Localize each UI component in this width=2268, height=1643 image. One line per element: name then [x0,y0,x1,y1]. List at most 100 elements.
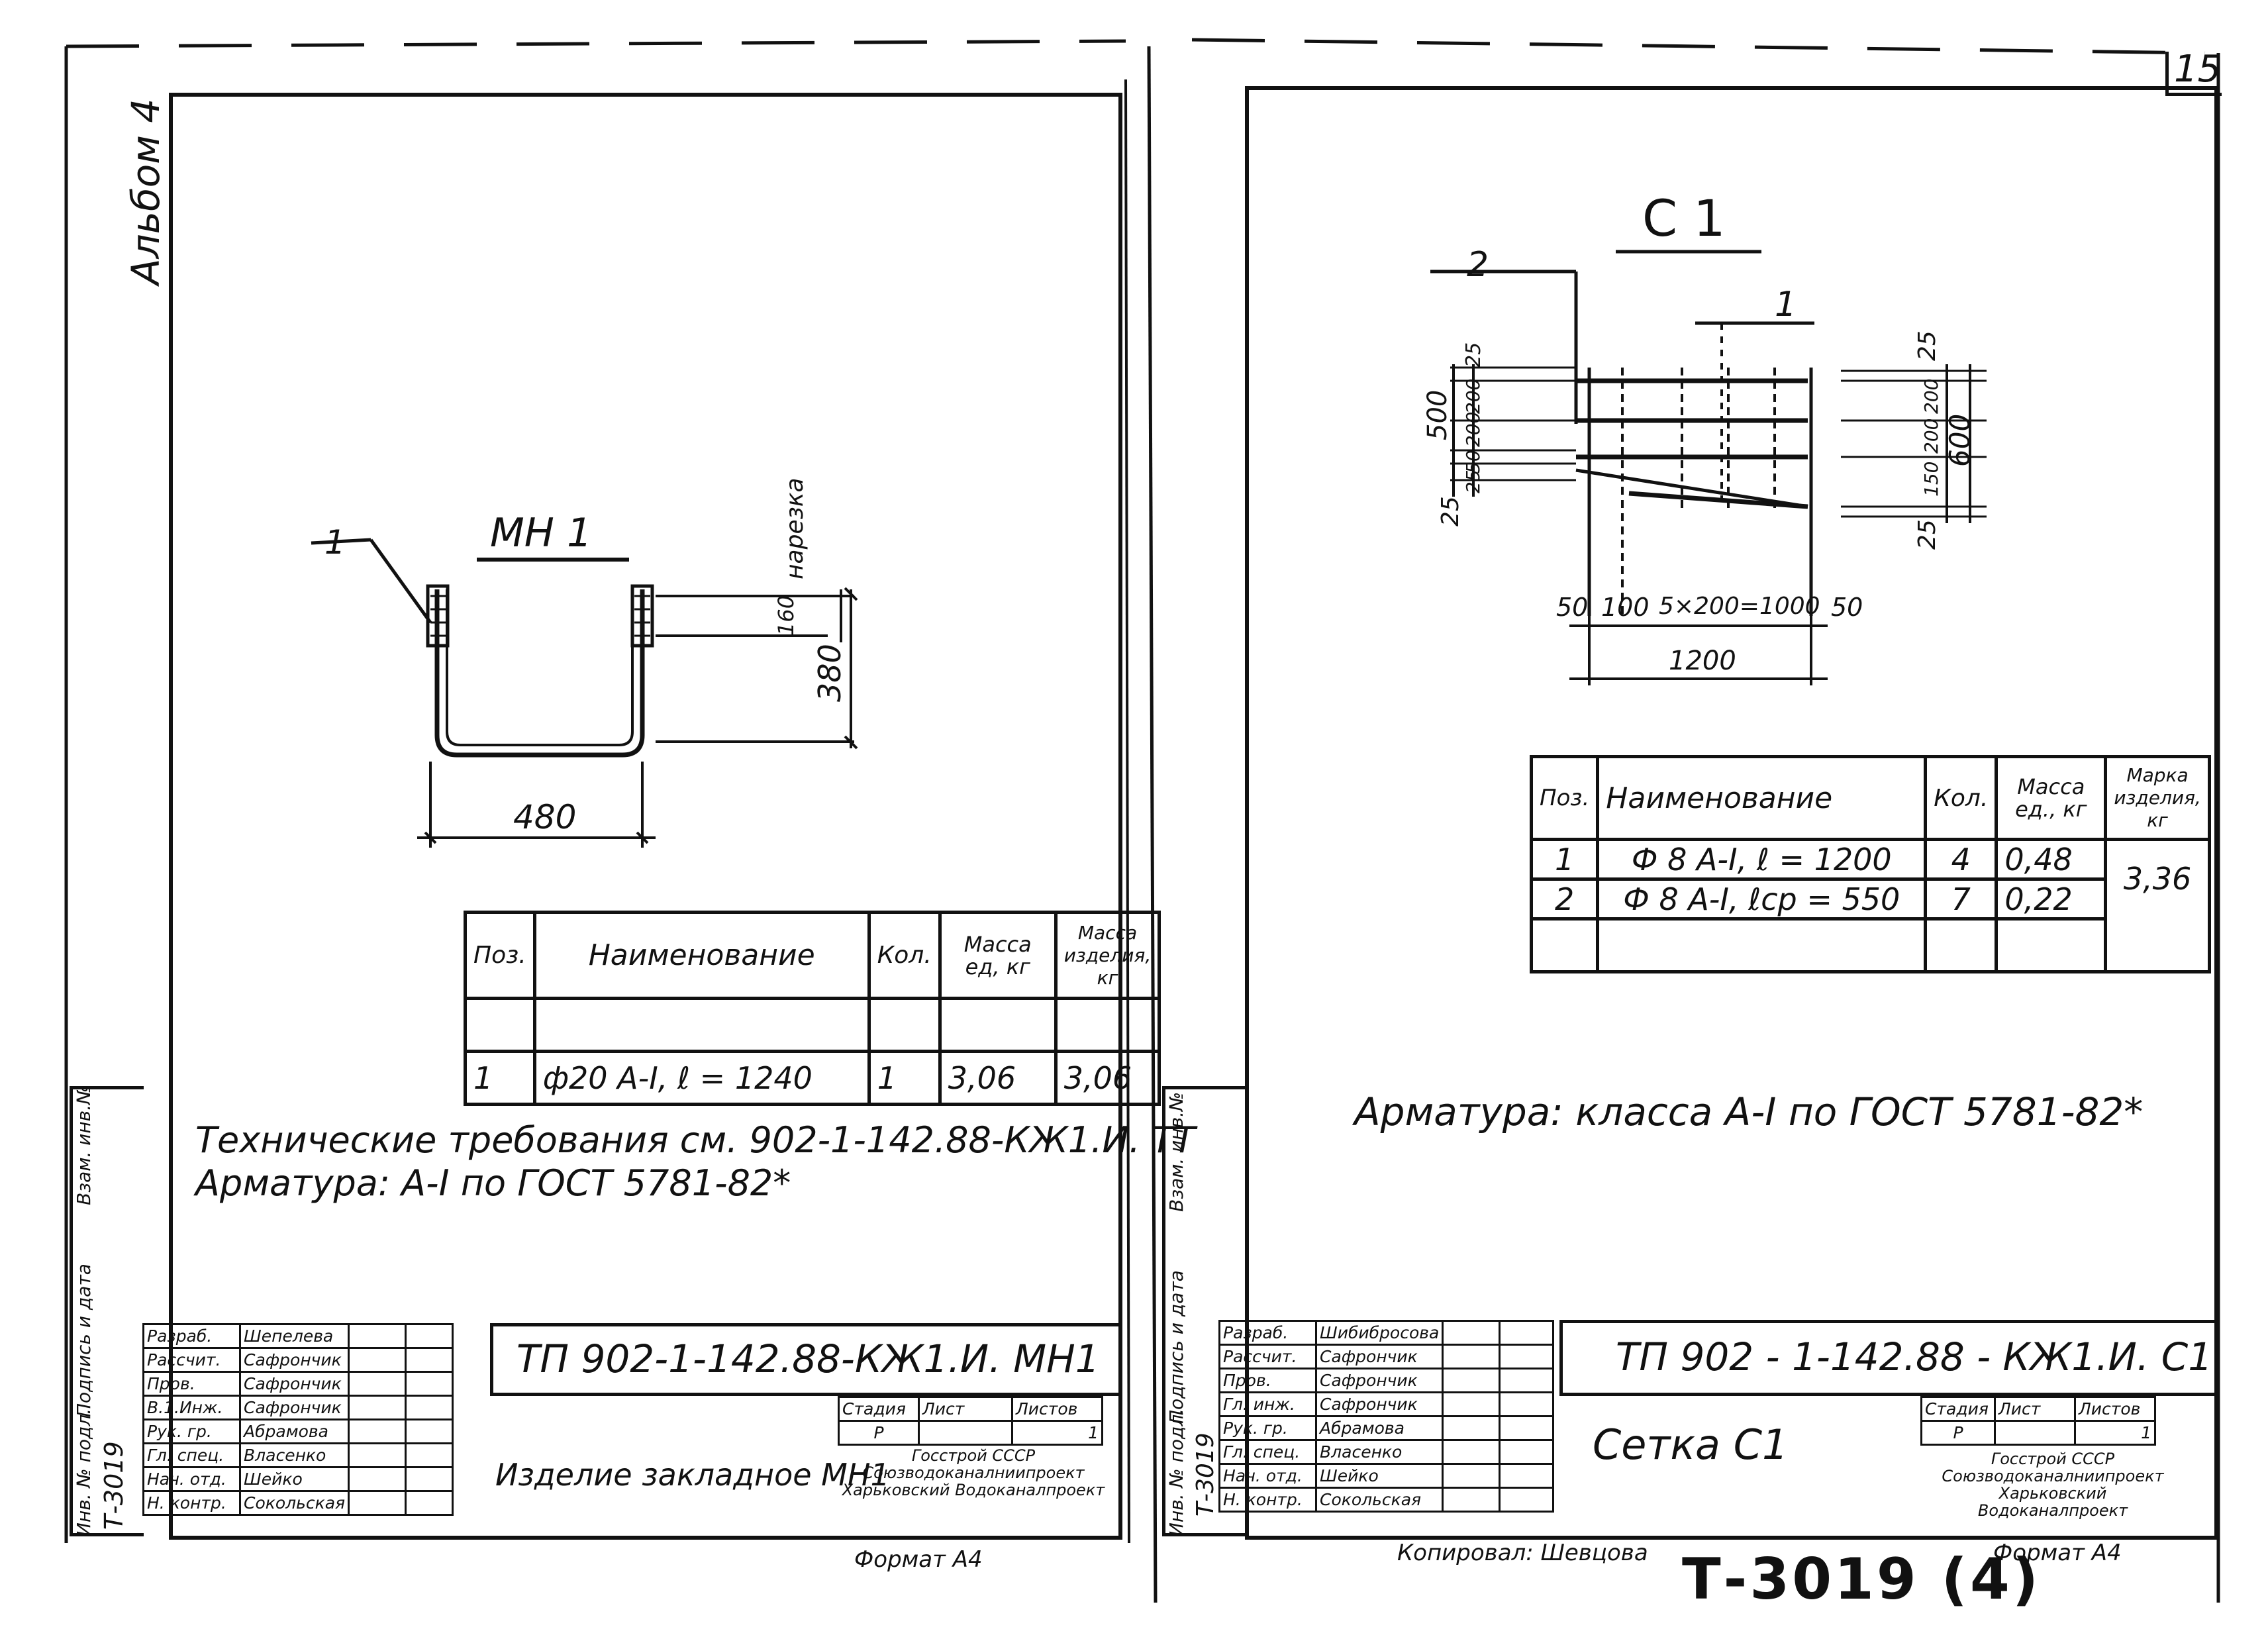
signature [1442,1391,1501,1417]
stage-header: Стадия [1920,1396,1996,1422]
left-note-rebar: Арматура: А-I по ГОСТ 5781-82* [195,1162,791,1204]
c1-dim-bottom-spacing: 5×200=1000 [1659,593,1820,620]
side-label-inv: Инв. № подл. [1165,1408,1187,1536]
table-row: 2 Ф 8 А-I, ℓср = 550 7 0,22 [1529,877,2210,921]
c1-dim-left-200a: 200 [1462,378,1484,414]
role: Рук. гр. [142,1419,241,1444]
cell [1596,917,1928,973]
c1-dim-left-25-mid: 25 [1462,470,1484,493]
left-org: Госстрой СССР Союзводоканалниипроект Хар… [842,1446,1105,1499]
role: Гл. спец. [142,1442,241,1468]
sheets-value: 1 [1011,1420,1103,1446]
signature [348,1419,407,1444]
c1-dim-bottom-50-left: 50 [1556,593,1589,622]
mn1-dim-480: 480 [513,798,577,836]
inv-number: Т-3019 [1192,1432,1219,1517]
role: Н. контр. [1218,1487,1317,1513]
person: Власенко [238,1442,350,1468]
role: Рассчит. [1218,1344,1317,1369]
table-row: 1 ф20 А-I, ℓ = 1240 1 3,06 3,06 [464,1050,1161,1106]
spec-header-mass-unit: Масса ед., кг [1995,755,2108,841]
sheets-header: Листов [1011,1396,1103,1422]
spec-header-qty: Кол. [1924,755,1998,841]
cell: 3,06 [1054,1050,1161,1106]
cell: Ф 8 А-I, ℓср = 550 [1596,877,1928,921]
sheet-value [1994,1420,2076,1446]
person: Шепелева [238,1323,350,1349]
sheets-header: Листов [2074,1396,2156,1422]
cell [1924,917,1998,973]
signature [1442,1487,1501,1513]
date [1499,1463,1555,1489]
person: Сафрончик [1314,1368,1444,1393]
cell [532,997,871,1053]
left-title-block-staff: Разраб.Шепелева Рассчит.Сафрончик Пров.С… [142,1323,454,1516]
cell: Ф 8 А-I, ℓ = 1200 [1596,838,1928,881]
left-spec-table: Поз. Наименование Кол. Масса ед, кг Масс… [464,911,1161,1106]
signature [1442,1439,1501,1465]
right-item-title: С 1 [1642,189,1726,248]
spec-header-qty: Кол. [867,911,942,1000]
cell: 1 [867,1050,942,1106]
left-drawing-code: ТП 902-1-142.88-КЖ1.И. МН1 [517,1336,1100,1381]
person: Сокольская [238,1490,350,1516]
cell [938,997,1058,1053]
role: Рук. гр. [1218,1415,1317,1441]
right-format: Формат А4 [1993,1540,2122,1566]
signature [1442,1368,1501,1393]
cell: 3,06 [938,1050,1058,1106]
person: Сафрончик [238,1395,350,1420]
right-drawing-name: Сетка С1 [1593,1420,1789,1469]
spec-header-name: Наименование [532,911,871,1000]
date [405,1419,454,1444]
side-label-sign: Подпись и дата [1165,1270,1187,1424]
cell: 0,22 [1995,877,2108,921]
right-side-strip [1162,1086,1245,1536]
role: Н. контр. [142,1490,241,1516]
c1-dim-left-200b: 200 [1462,411,1484,447]
c1-dim-right-150: 150 [1920,461,1942,497]
date [405,1466,454,1492]
spec-header-mass-item: Масса изделия, кг [1054,911,1161,1000]
person: Шейко [1314,1463,1444,1489]
sheet-number: 15 [2174,48,2222,91]
archive-stamp: Т-3019 (4) [1682,1546,2042,1613]
right-title-code-box [1559,1320,2218,1396]
person: Сокольская [1314,1487,1444,1513]
cell: 2 [1529,877,1600,921]
date [405,1323,454,1349]
signature [348,1347,407,1373]
role: Разраб. [142,1323,241,1349]
date [1499,1487,1555,1513]
sheet-header: Лист [918,1396,1013,1422]
c1-dim-right-200a: 200 [1920,378,1942,414]
date [1499,1368,1555,1393]
person: Власенко [1314,1439,1444,1465]
left-drawing-frame [169,93,1122,1540]
date [1499,1344,1555,1369]
mn1-callout-1: 1 [324,523,346,562]
c1-callout-2: 2 [1467,245,1489,285]
c1-dim-left-25-top: 25 [1462,342,1485,368]
date [1499,1439,1555,1465]
side-label-inv: Инв. № подл. [73,1408,95,1536]
side-label-replace: Взам. инв.№ [1165,1091,1187,1212]
copied-by: Копировал: Шевцова [1397,1540,1648,1566]
sheet-header: Лист [1994,1396,2076,1422]
left-item-title: МН 1 [490,510,593,556]
left-drawing-name: Изделие закладное МН1 [495,1457,890,1493]
person: Абрамова [238,1419,350,1444]
cell [1054,997,1161,1053]
cell: ф20 А-I, ℓ = 1240 [532,1050,871,1106]
signature [348,1371,407,1397]
signature [348,1323,407,1349]
person: Сафрончик [1314,1391,1444,1417]
date [405,1490,454,1516]
cell-total: 3,36 [2104,838,2211,973]
role: Гл. спец. [1218,1439,1317,1465]
signature [1442,1463,1501,1489]
cell: 1 [1529,838,1600,881]
